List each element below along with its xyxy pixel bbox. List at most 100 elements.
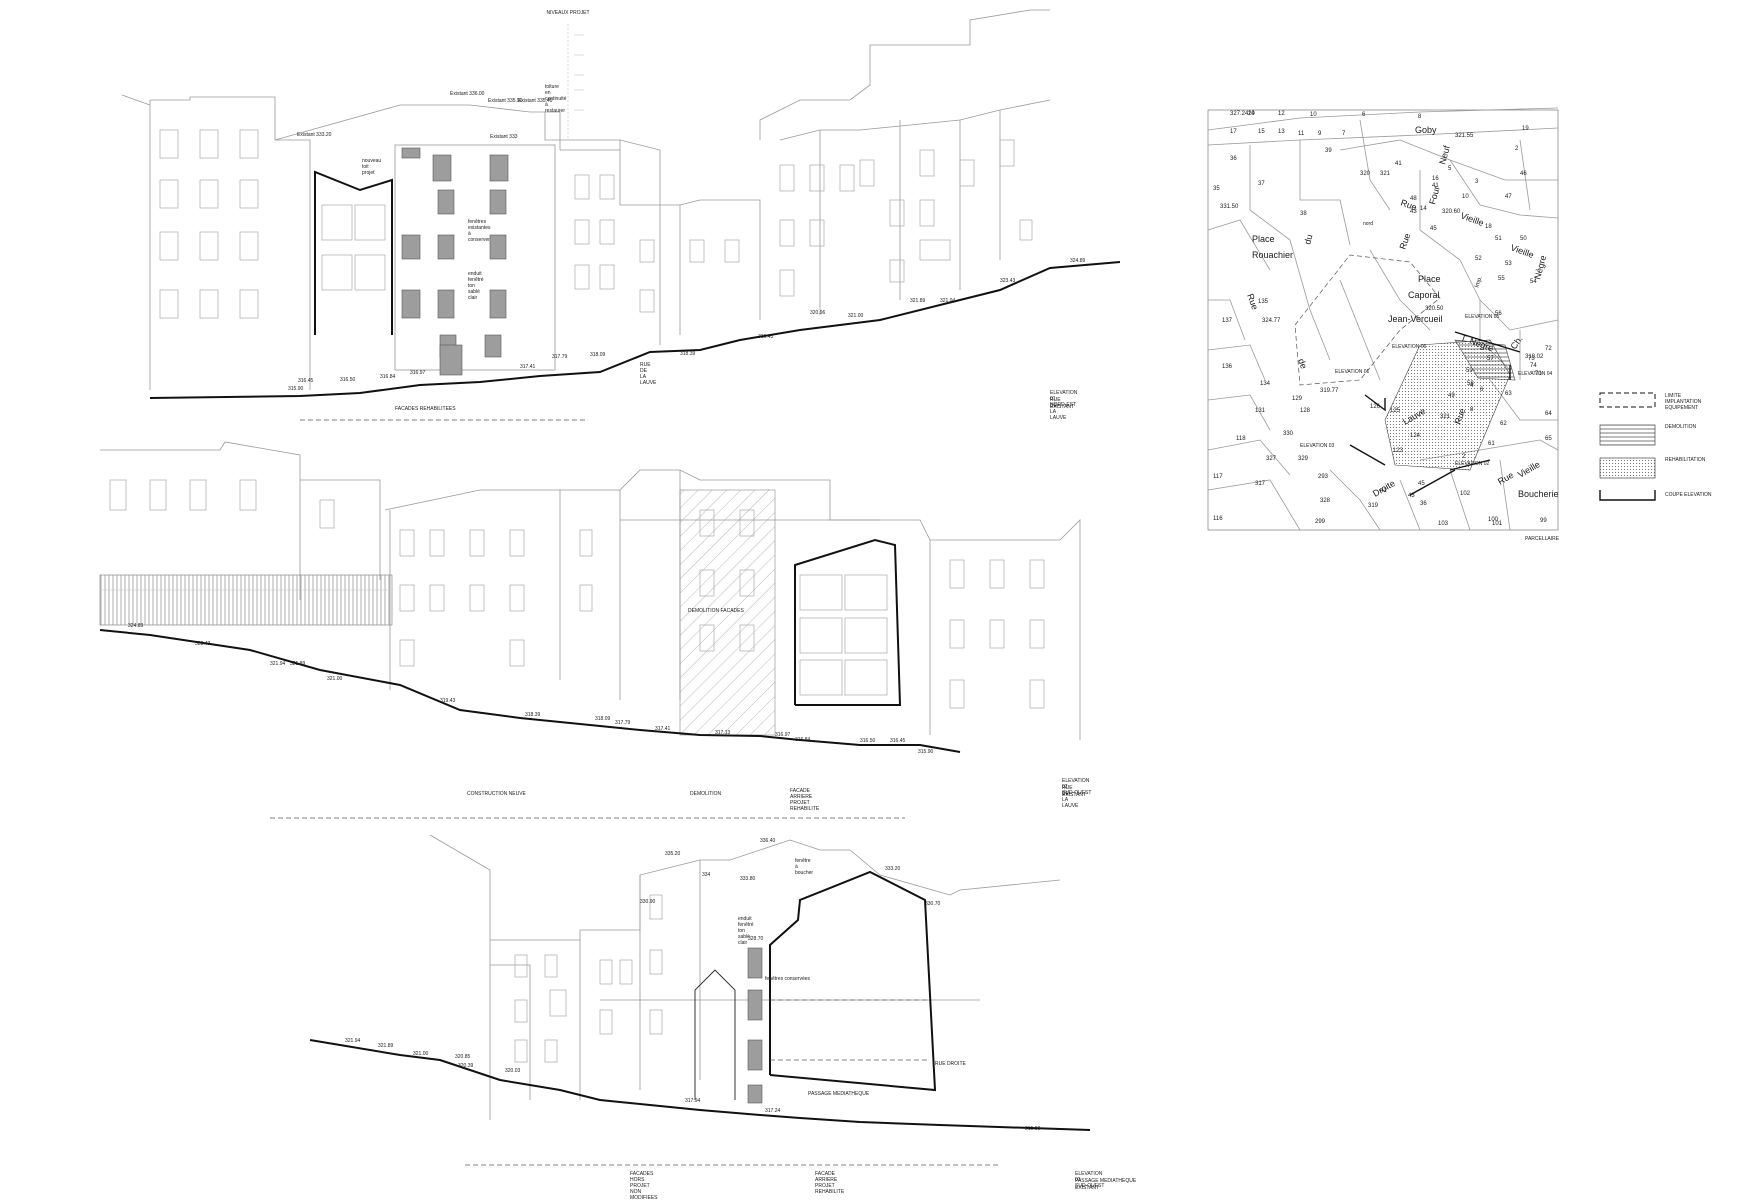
svg-text:323.43: 323.43 bbox=[1000, 278, 1016, 284]
parcel-number: 2 bbox=[1515, 146, 1519, 152]
parcel-number: 41 bbox=[1432, 183, 1439, 189]
parcel-number: 62 bbox=[1500, 421, 1507, 427]
svg-text:319.77: 319.77 bbox=[1320, 388, 1339, 394]
svg-text:316.84: 316.84 bbox=[795, 737, 811, 743]
svg-text:Nègre: Nègre bbox=[1532, 254, 1548, 280]
svg-text:315.90: 315.90 bbox=[1025, 1126, 1041, 1132]
parcel-number: 38 bbox=[1300, 211, 1307, 217]
parcel-number: 299 bbox=[1315, 519, 1326, 525]
svg-text:321.94: 321.94 bbox=[345, 1038, 361, 1044]
legend-coupe-swatch bbox=[1599, 490, 1656, 501]
svg-text:321.89: 321.89 bbox=[910, 298, 926, 304]
parcel-number: 321 bbox=[1440, 414, 1451, 420]
svg-text:321.94: 321.94 bbox=[270, 661, 286, 667]
svg-text:Vieille: Vieille bbox=[1516, 459, 1542, 480]
elev3-passage: PASSAGE MEDIATHEQUE bbox=[808, 1091, 870, 1097]
svg-text:ELEVATION 02: ELEVATION 02 bbox=[1455, 461, 1489, 467]
svg-text:321.00: 321.00 bbox=[413, 1051, 429, 1057]
parcel-number: 48 bbox=[1410, 196, 1417, 202]
svg-text:321.89: 321.89 bbox=[378, 1043, 394, 1049]
parcel-number: 36 bbox=[1420, 501, 1427, 507]
svg-text:ELEVATION 01: ELEVATION 01 bbox=[1335, 369, 1369, 375]
levels-header: NIVEAUX PROJET bbox=[546, 10, 590, 140]
parcel-number: 329 bbox=[1298, 456, 1309, 462]
parcel-number: 52 bbox=[1475, 256, 1482, 262]
parcel-number: 17 bbox=[1230, 129, 1237, 135]
parcel-number: 6 bbox=[1480, 387, 1484, 393]
parcel-number: 45 bbox=[1418, 481, 1425, 487]
parcel-number: 116 bbox=[1213, 516, 1223, 522]
parcel-number: 131 bbox=[1255, 408, 1266, 414]
svg-text:Rouachier: Rouachier bbox=[1252, 250, 1293, 260]
svg-text:ELEVATION 06: ELEVATION 06 bbox=[1392, 344, 1426, 350]
parcel-number: 54 bbox=[1530, 279, 1537, 285]
parcel-number: 64 bbox=[1545, 411, 1552, 417]
parcel-number: 16 bbox=[1432, 176, 1439, 182]
parcel-number: 321 bbox=[1380, 171, 1391, 177]
parcel-number: 103 bbox=[1438, 521, 1449, 527]
svg-text:318.02: 318.02 bbox=[1525, 354, 1544, 360]
parcel-number: 19 bbox=[1522, 126, 1529, 132]
parcel-number: 61 bbox=[1488, 441, 1495, 447]
svg-text:316.50: 316.50 bbox=[860, 738, 876, 744]
plan-demolition-zone bbox=[1454, 339, 1516, 381]
svg-text:323.43: 323.43 bbox=[195, 641, 211, 647]
svg-text:327.24: 327.24 bbox=[1230, 111, 1249, 117]
svg-text:317.41: 317.41 bbox=[520, 364, 536, 370]
svg-text:321.00: 321.00 bbox=[327, 676, 343, 682]
svg-text:317.13: 317.13 bbox=[715, 730, 731, 736]
svg-text:320.96: 320.96 bbox=[810, 310, 826, 316]
parcel-number: 74 bbox=[1530, 363, 1537, 369]
elev3-outline bbox=[694, 969, 736, 1100]
svg-text:316.97: 316.97 bbox=[775, 732, 791, 738]
elev3-grey-windows bbox=[747, 947, 763, 1104]
svg-text:318.09: 318.09 bbox=[590, 352, 606, 358]
svg-text:335.20: 335.20 bbox=[665, 851, 681, 857]
parcel-number: 50 bbox=[1520, 236, 1527, 242]
parcel-number: 65 bbox=[1545, 436, 1552, 442]
parcel-number: 126 bbox=[1370, 404, 1381, 410]
plan-limit-line bbox=[1294, 254, 1441, 386]
parcel-number: 3 bbox=[1475, 179, 1479, 185]
elev1-existant-33320: Existant 333.20 bbox=[297, 132, 332, 138]
svg-text:Goby: Goby bbox=[1415, 125, 1437, 135]
svg-text:315.90: 315.90 bbox=[918, 749, 934, 755]
parcel-number: 14 bbox=[1420, 206, 1427, 212]
svg-text:PASSAGE MEDIATHEQUE: PASSAGE MEDIATHEQUE bbox=[1075, 1178, 1137, 1184]
parcel-number: 18 bbox=[1485, 224, 1492, 230]
svg-text:EXISTANT: EXISTANT bbox=[1050, 404, 1074, 410]
elevation-03: 336.40 335.20 334 333.80 333.20 330.90 3… bbox=[309, 834, 1137, 1200]
svg-text:CONSTRUCTION NEUVE: CONSTRUCTION NEUVE bbox=[467, 791, 527, 797]
parcel-number: 73 bbox=[1528, 356, 1535, 362]
svg-text:320.50: 320.50 bbox=[1425, 306, 1444, 312]
svg-text:324.77: 324.77 bbox=[1262, 318, 1281, 324]
svg-text:Place: Place bbox=[1418, 274, 1441, 284]
parcel-number: 59 bbox=[1466, 368, 1473, 374]
svg-text:316.97: 316.97 bbox=[410, 370, 426, 376]
parcel-number: 35 bbox=[1213, 186, 1220, 192]
parcel-number: 2 bbox=[1462, 454, 1466, 460]
parcel-number: 10 bbox=[1462, 194, 1469, 200]
legend-rehab: REHABILITATION bbox=[1665, 457, 1706, 463]
parcel-number: 4 bbox=[1470, 383, 1474, 389]
parcel-number: 136 bbox=[1222, 364, 1233, 370]
parcel-number: 43 bbox=[1408, 493, 1415, 499]
svg-text:317.41: 317.41 bbox=[655, 726, 671, 732]
parcel-number: 8 bbox=[1470, 407, 1474, 413]
elev1-ground bbox=[149, 261, 1121, 399]
parcel-number: 41 bbox=[1380, 488, 1387, 494]
svg-text:316.50: 316.50 bbox=[340, 377, 356, 383]
parcel-number: 100 bbox=[1488, 517, 1499, 523]
elev1-buildings bbox=[121, 9, 1051, 390]
svg-text:330.90: 330.90 bbox=[640, 899, 656, 905]
elev3-ground bbox=[309, 1039, 1091, 1131]
parcel-number: 293 bbox=[1318, 474, 1329, 480]
